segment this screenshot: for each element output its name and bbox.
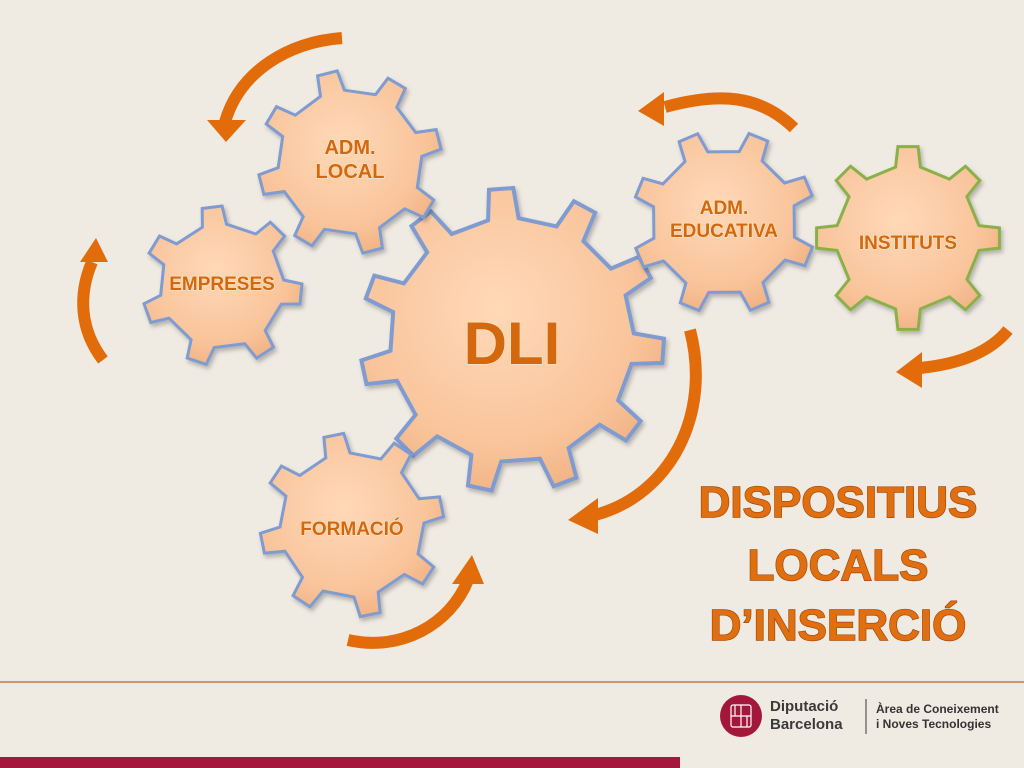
- gear-formacio: FORMACIÓ: [258, 431, 446, 619]
- area-line-1: Àrea de Coneixement: [876, 701, 999, 716]
- gear-empreses: EMPRESES: [142, 204, 304, 367]
- title-line-2: LOCALS: [748, 541, 929, 590]
- gear-empreses-label: EMPRESES: [169, 274, 275, 295]
- cycle-arrows: [77, 32, 1013, 649]
- gear-adm-local-label-line1: ADM.: [324, 137, 375, 159]
- gear-formacio-label: FORMACIÓ: [300, 518, 403, 540]
- arrow-bottom: [346, 555, 484, 649]
- slide-title: DISPOSITIUS LOCALS D’INSERCIÓ: [698, 477, 978, 650]
- gear-dli-shape: [359, 185, 667, 493]
- arrow-left: [77, 238, 108, 364]
- gear-adm-local: ADM. LOCAL: [257, 69, 443, 255]
- logo-seal-pattern-icon: [730, 704, 752, 728]
- gear-adm-local-shape: [257, 69, 443, 255]
- gear-adm-educativa: ADM. EDUCATIVA: [633, 131, 815, 313]
- gear-adm-educativa-shape: [633, 131, 815, 313]
- gear-adm-educativa-label-line2: EDUCATIVA: [670, 221, 778, 242]
- gear-instituts: INSTITUTS: [815, 145, 1001, 331]
- diputacio-logo: Diputació Barcelona Àrea de Coneixement …: [720, 695, 999, 737]
- arrow-top-right: [638, 92, 799, 133]
- gear-instituts-label: INSTITUTS: [859, 233, 957, 254]
- gear-adm-local-label-line2: LOCAL: [316, 161, 385, 183]
- title-line-3: D’INSERCIÓ: [710, 600, 967, 650]
- gear-empreses-shape: [142, 204, 304, 367]
- area-line-2: i Noves Tecnologies: [876, 717, 991, 731]
- bottom-bar: [0, 757, 680, 768]
- gear-instituts-shape: [815, 145, 1001, 331]
- arrow-top-left: [207, 32, 343, 142]
- logo-line-1: Diputació: [770, 698, 838, 715]
- arrow-right: [896, 326, 1013, 388]
- title-line-1: DISPOSITIUS: [699, 478, 978, 527]
- gears: DLI ADM. LOCAL EMPRESES FORMACIÓ ADM. ED…: [142, 69, 1001, 619]
- gear-formacio-shape: [258, 431, 446, 619]
- logo-line-2: Barcelona: [770, 716, 843, 733]
- gear-adm-educativa-label-line1: ADM.: [700, 198, 749, 219]
- gear-dli: DLI: [359, 185, 667, 493]
- gear-dli-label: DLI: [464, 310, 561, 377]
- arrow-center-right: [568, 328, 702, 534]
